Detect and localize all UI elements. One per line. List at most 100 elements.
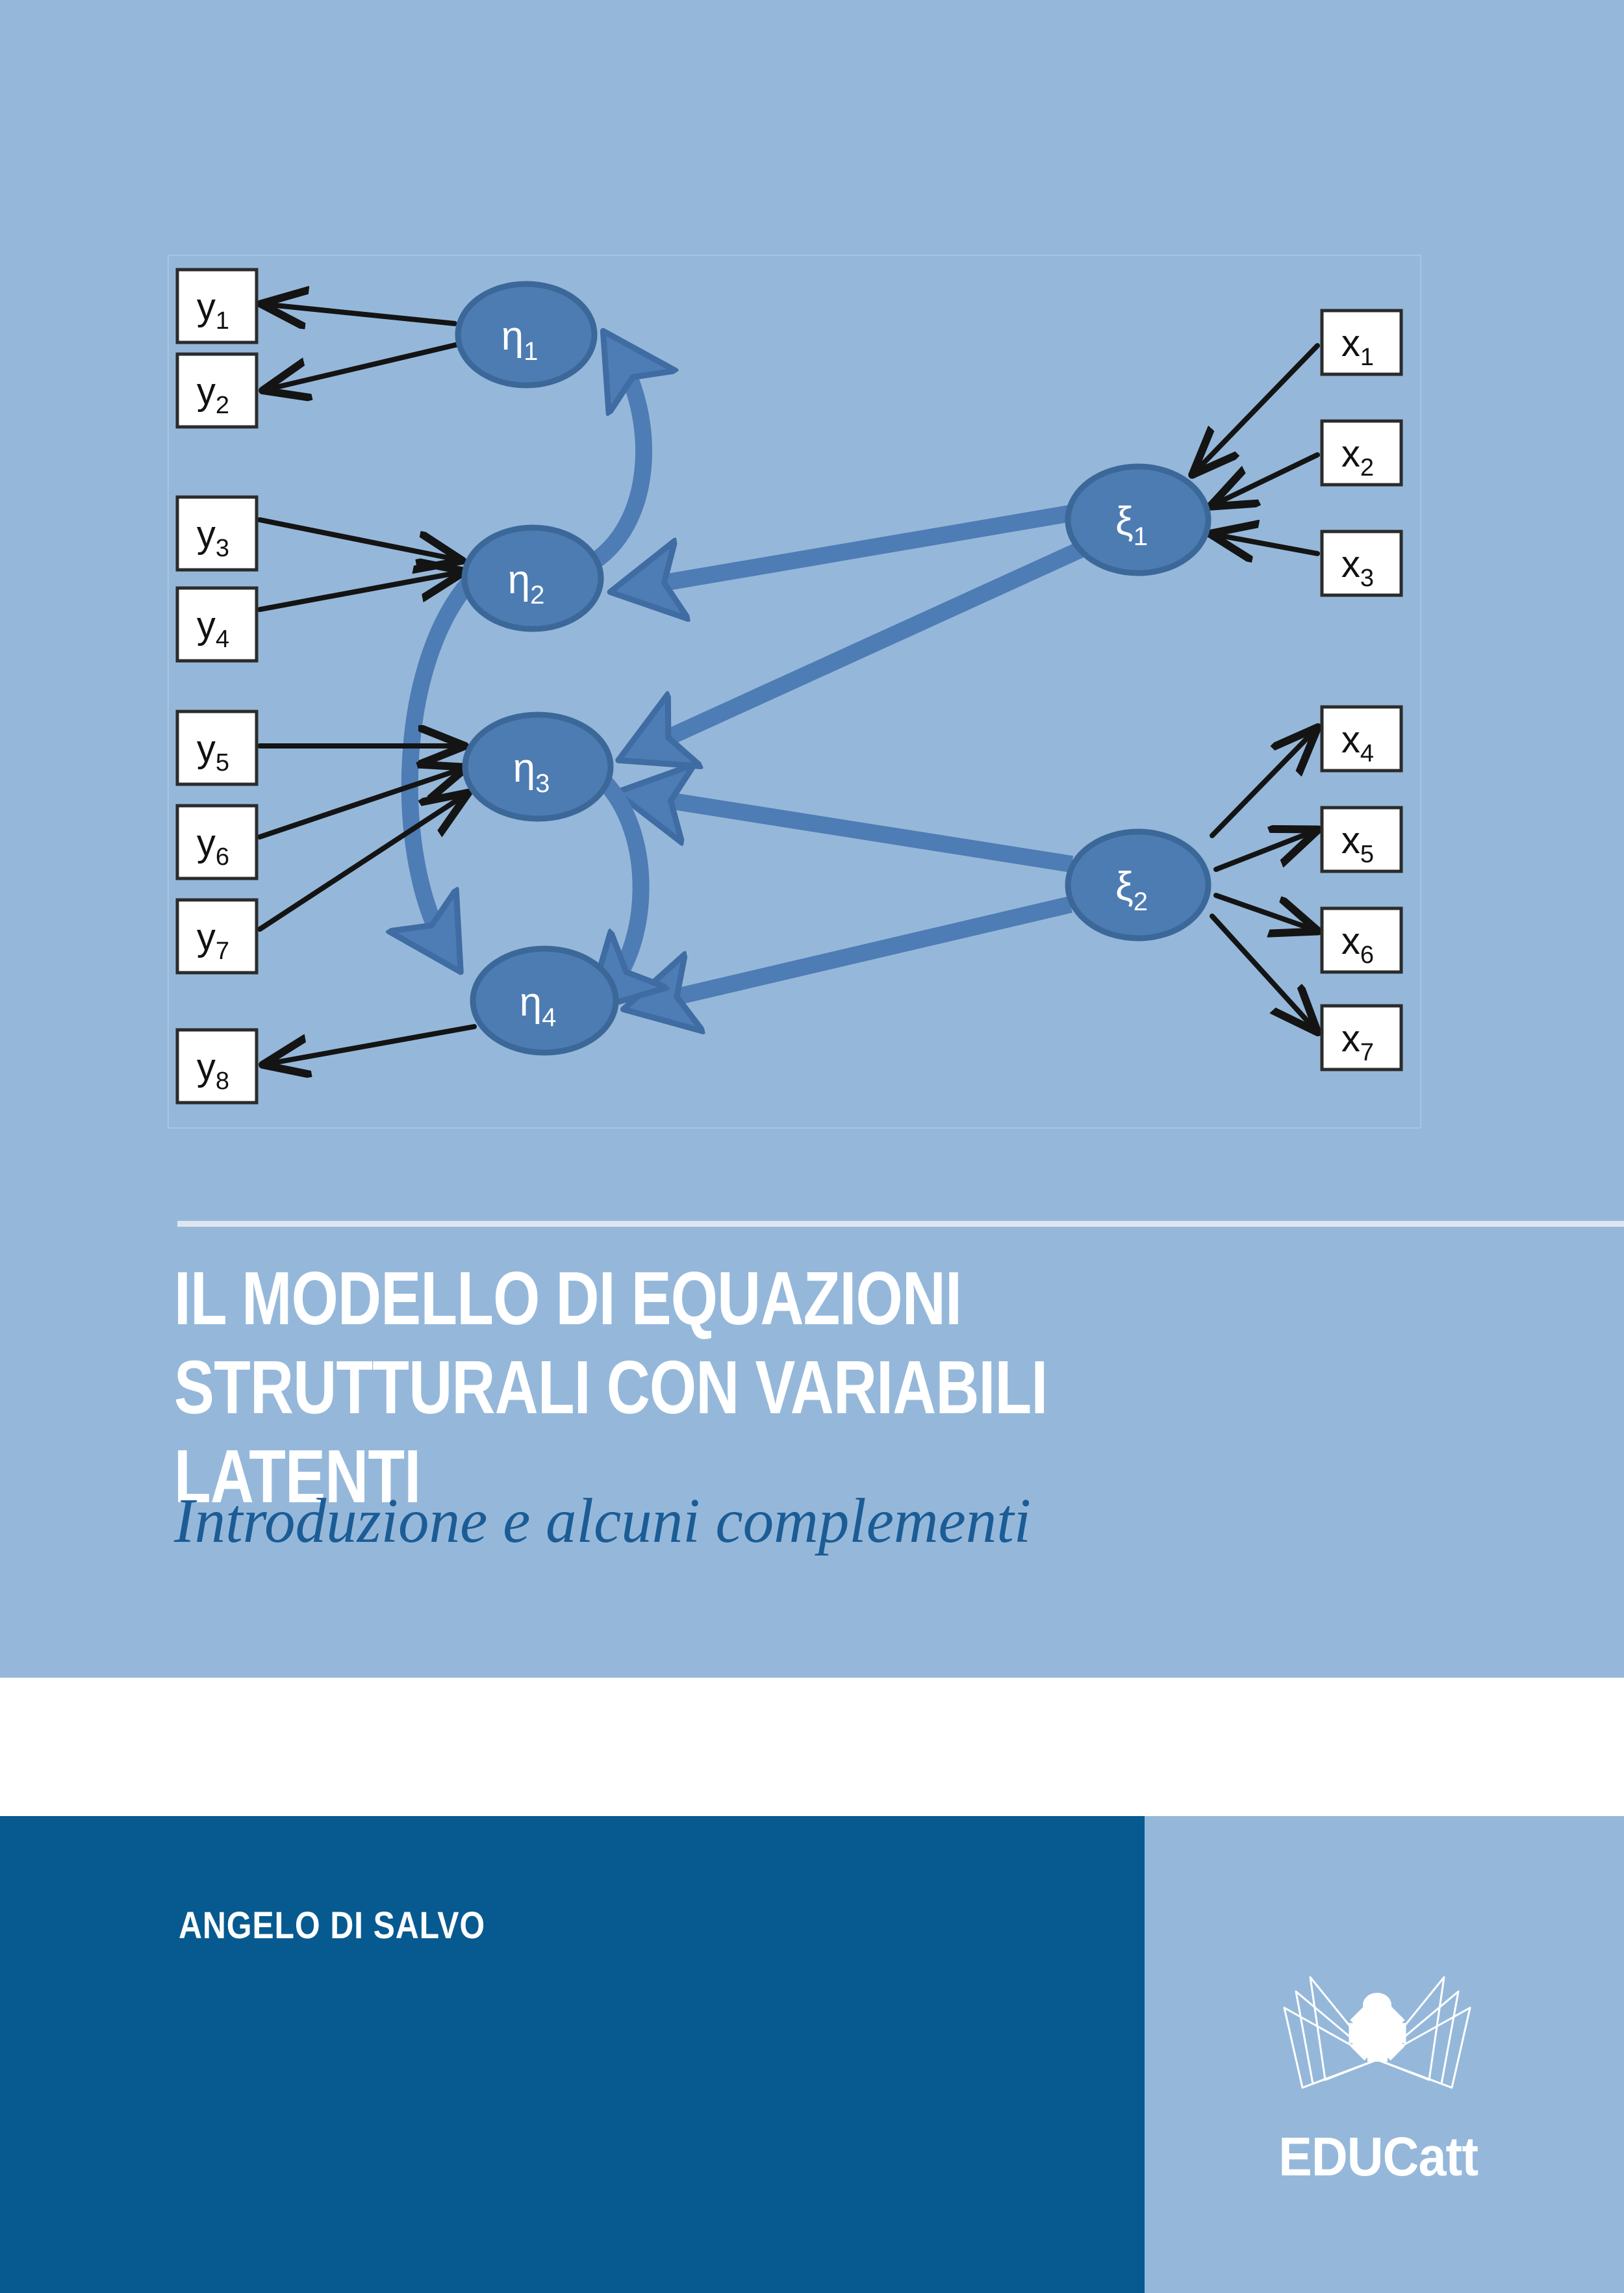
structural-arrow-eta2-eta4 — [410, 565, 485, 952]
structural-arrow-xi1-eta3 — [640, 541, 1085, 750]
latent-node-xi1: ξ1 — [1065, 463, 1212, 576]
measurement-arrow-xi2-x5 — [1213, 830, 1316, 872]
structural-arrow-eta2-eta1 — [583, 351, 644, 573]
observed-label-x2-sub: 2 — [1360, 454, 1374, 481]
observed-variables-right: x1 x2 x3 x4 x5 x6 — [1320, 309, 1403, 1071]
measurement-arrow-xi2-x7 — [1210, 914, 1316, 1031]
svg-text:y5: y5 — [197, 728, 229, 776]
latent-node-eta1: η1 — [455, 281, 598, 389]
latent-label-eta4-sub: 4 — [542, 1003, 556, 1032]
latent-node-eta2: η2 — [461, 524, 604, 632]
latent-label-eta2-sub: 2 — [530, 581, 544, 609]
publisher-logo: EDUCatt — [1270, 1920, 1484, 2193]
svg-text:y1: y1 — [197, 286, 229, 335]
author-name: ANGELO DI SALVO — [179, 1904, 486, 1947]
observed-box-x7: x7 — [1320, 1004, 1403, 1071]
path-diagram: y1 y2 y3 y4 y5 y6 — [175, 268, 1403, 1105]
observed-variables-left: y1 y2 y3 y4 y5 y6 — [175, 268, 259, 1105]
svg-text:y8: y8 — [197, 1046, 229, 1095]
observed-box-y3: y3 — [175, 495, 259, 572]
publisher-name: EDUCatt — [1278, 2126, 1478, 2187]
open-book-icon — [1283, 1976, 1471, 2089]
observed-label-y2-sub: 2 — [216, 392, 229, 419]
observed-label-y3-base: y — [197, 513, 216, 556]
structural-arrow-eta3-eta4 — [604, 777, 641, 994]
latent-label-eta4-base: η — [520, 980, 542, 1025]
svg-text:ξ1: ξ1 — [1115, 499, 1148, 551]
svg-text:x5: x5 — [1341, 819, 1374, 868]
observed-box-y7: y7 — [175, 898, 259, 975]
observed-box-y6: y6 — [175, 804, 259, 880]
svg-text:x3: x3 — [1341, 543, 1374, 592]
measurement-arrow-eta1-y1 — [263, 304, 457, 324]
measurement-arrow-y6-eta3 — [257, 768, 464, 839]
observed-label-y4-sub: 4 — [216, 626, 229, 653]
structural-arrow-xi1-eta2 — [633, 505, 1072, 588]
latent-node-eta4: η4 — [470, 945, 619, 1056]
measurement-arrow-x3-xi1 — [1212, 534, 1320, 554]
measurement-arrow-x1-xi1 — [1194, 343, 1320, 473]
svg-text:x1: x1 — [1341, 322, 1374, 371]
structural-arrow-xi2-eta3 — [640, 796, 1074, 873]
measurement-arrow-eta1-y2 — [265, 342, 461, 390]
observed-label-x6-sub: 6 — [1360, 942, 1374, 969]
structural-arrows — [410, 351, 1085, 1004]
svg-text:x2: x2 — [1341, 433, 1374, 481]
measurement-arrow-xi2-x6 — [1213, 893, 1316, 930]
observed-label-y3-sub: 3 — [216, 535, 229, 562]
observed-label-x4-base: x — [1341, 719, 1360, 761]
observed-label-x5-base: x — [1341, 819, 1360, 862]
observed-box-x6: x6 — [1320, 906, 1403, 974]
observed-label-x1-base: x — [1341, 322, 1360, 365]
observed-label-x3-base: x — [1341, 543, 1360, 585]
latent-label-xi2-base: ξ — [1115, 864, 1134, 909]
observed-label-x7-base: x — [1341, 1018, 1360, 1060]
observed-label-y6-base: y — [197, 822, 216, 864]
observed-box-y2: y2 — [175, 352, 259, 429]
observed-label-x2-base: x — [1341, 433, 1360, 475]
observed-box-y4: y4 — [175, 586, 259, 663]
observed-label-x7-sub: 7 — [1360, 1039, 1374, 1066]
structural-arrow-xi2-eta4 — [646, 896, 1072, 1004]
observed-label-y8-base: y — [197, 1046, 216, 1088]
latent-label-eta1-base: η — [501, 314, 524, 359]
observed-box-x4: x4 — [1320, 705, 1403, 773]
observed-box-x2: x2 — [1320, 419, 1403, 487]
latent-variables: η1 η2 η3 η4 ξ1 ξ2 — [455, 281, 1212, 1056]
observed-label-x1-sub: 1 — [1360, 344, 1374, 371]
latent-node-xi2: ξ2 — [1065, 828, 1212, 942]
observed-label-y4-base: y — [197, 604, 216, 647]
author-band-dark-blue — [0, 1816, 1145, 2293]
observed-box-y5: y5 — [175, 710, 259, 786]
observed-label-x3-sub: 3 — [1360, 565, 1374, 592]
svg-text:η2: η2 — [508, 557, 545, 609]
observed-label-y8-sub: 8 — [216, 1068, 229, 1095]
svg-text:η4: η4 — [520, 980, 557, 1032]
observed-label-y1-sub: 1 — [216, 307, 229, 335]
measurement-arrow-x2-xi1 — [1212, 452, 1320, 506]
path-diagram-frame — [168, 255, 1421, 1129]
measurement-arrow-eta4-y8 — [265, 1024, 477, 1064]
title-divider-rule — [177, 1221, 1624, 1227]
measurement-arrows — [260, 304, 1317, 1064]
observed-label-x4-sub: 4 — [1360, 740, 1374, 767]
page-title: IL MODELLO DI EQUAZIONI STRUTTURALI CON … — [174, 1256, 1048, 1518]
measurement-arrow-xi2-x4 — [1210, 729, 1316, 838]
measurement-arrow-y7-eta3 — [257, 794, 466, 932]
page-subtitle: Introduzione e alcuni complementi — [174, 1486, 1032, 1556]
observed-label-y5-base: y — [197, 728, 216, 770]
svg-text:y4: y4 — [197, 604, 229, 653]
svg-text:ξ2: ξ2 — [1115, 864, 1148, 916]
svg-text:y2: y2 — [197, 370, 229, 419]
latent-label-eta3-sub: 3 — [535, 769, 550, 798]
observed-label-y7-base: y — [197, 916, 216, 958]
svg-text:y7: y7 — [197, 916, 229, 965]
measurement-arrow-y4-eta2 — [257, 572, 463, 612]
observed-box-y1: y1 — [175, 268, 259, 344]
svg-text:x6: x6 — [1341, 920, 1374, 969]
observed-box-y8: y8 — [175, 1028, 259, 1105]
latent-label-eta1-sub: 1 — [524, 337, 538, 366]
observed-label-x5-sub: 5 — [1360, 841, 1374, 868]
measurement-arrow-y3-eta2 — [257, 517, 460, 560]
